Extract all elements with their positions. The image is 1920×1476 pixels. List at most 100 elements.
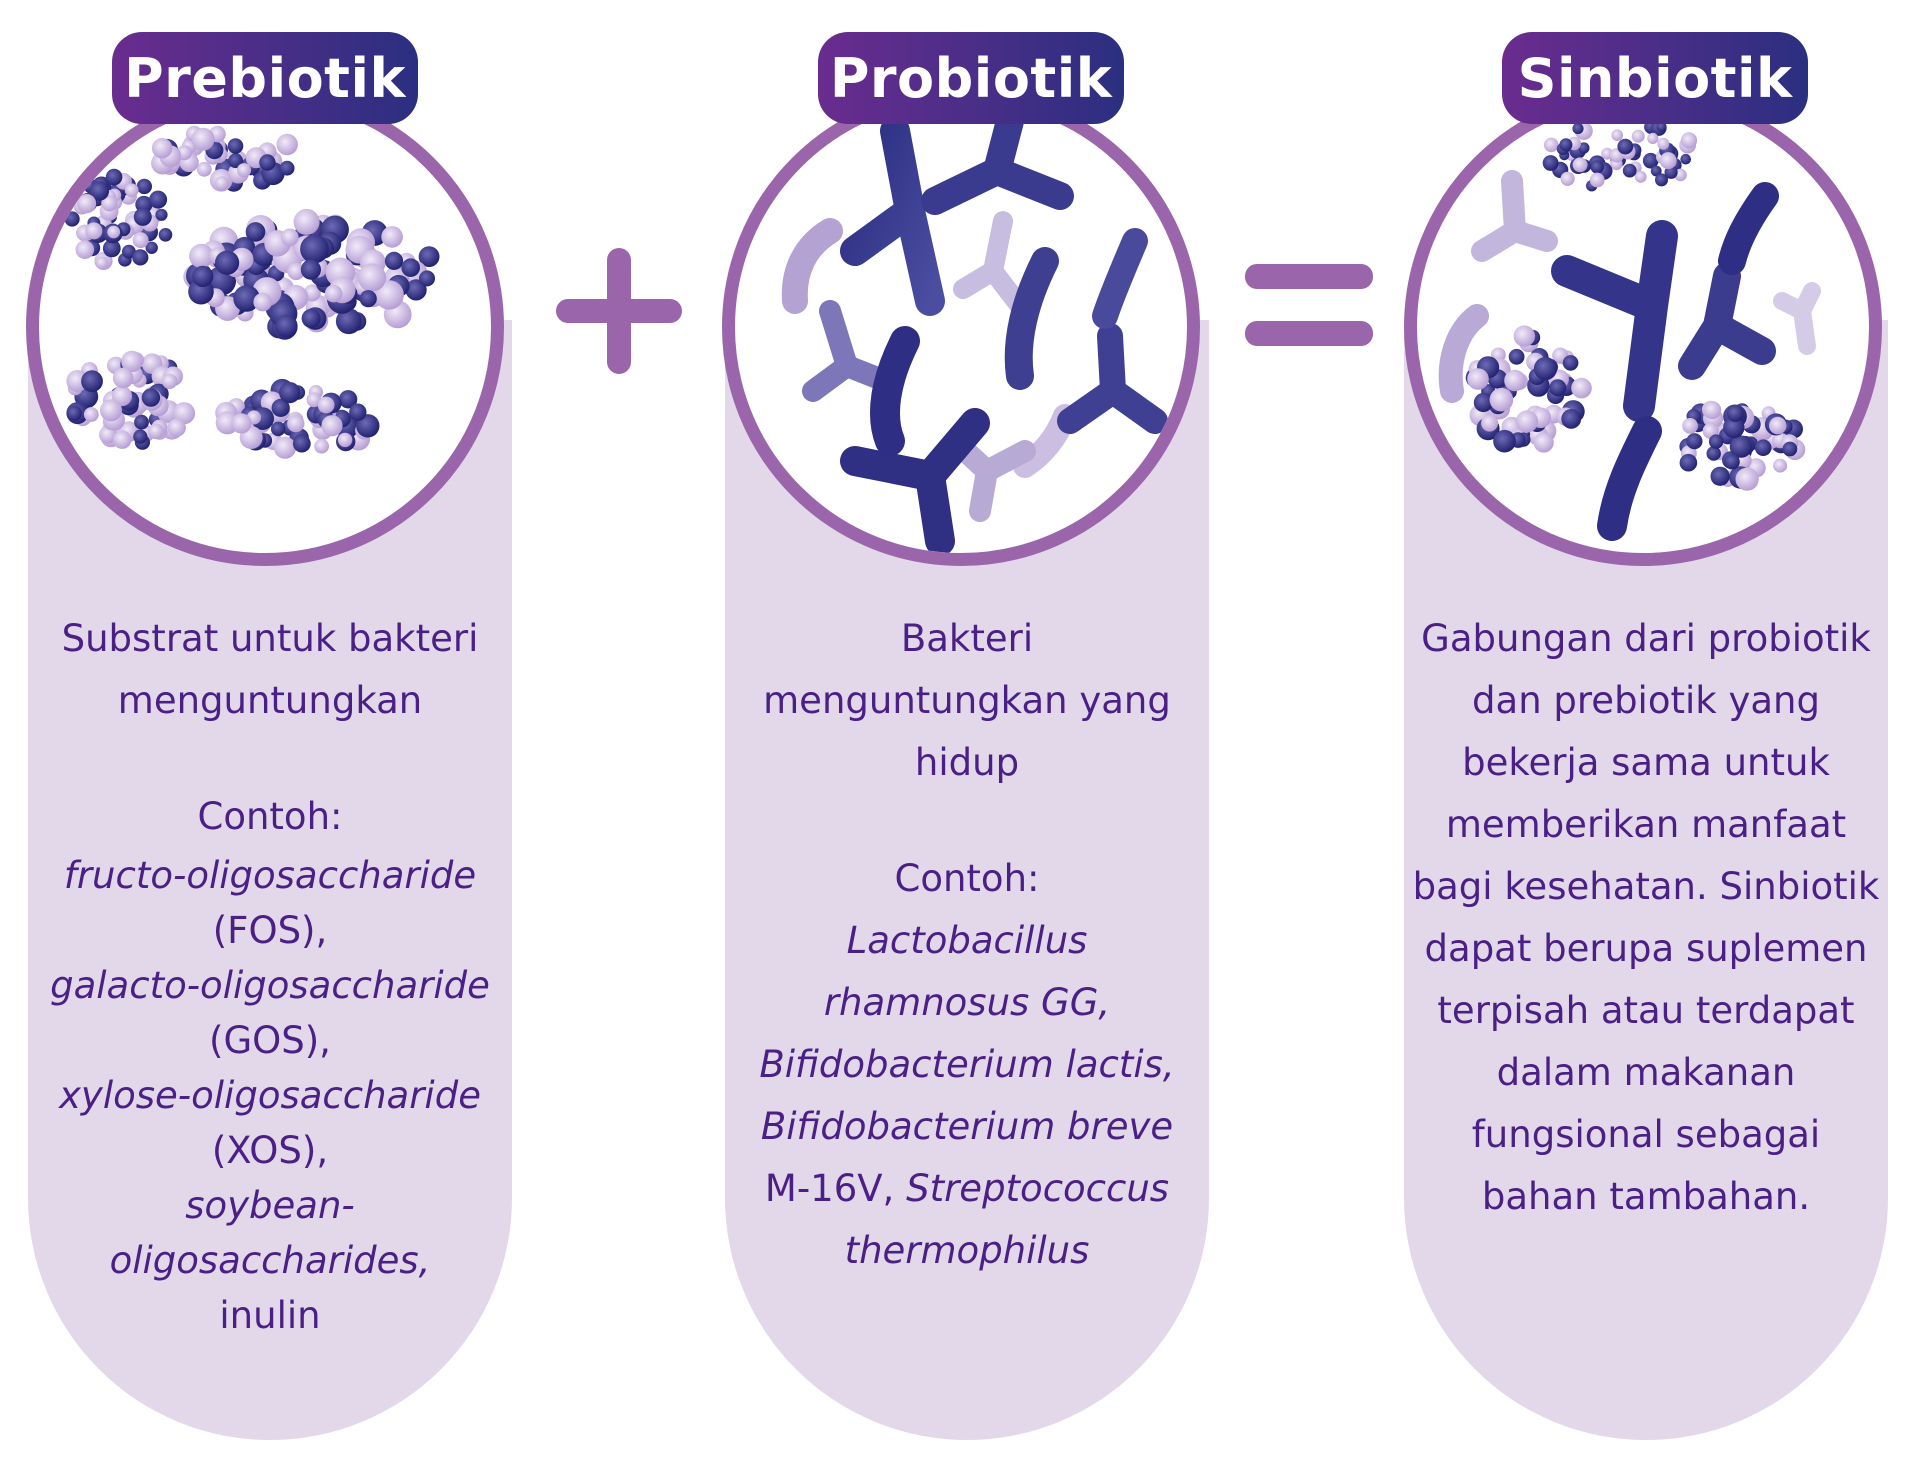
bead [133,429,148,444]
cluster-bottom-left [66,350,196,450]
bead [418,246,440,267]
desc-line: Bakteri [900,617,1034,660]
prebiotik-description: Substrat untuk bakteri menguntungkan Con… [35,608,505,1343]
bead [1682,418,1698,434]
bead [1735,467,1759,491]
example-line: galacto-oligosaccharide [50,964,490,1007]
cluster-bottom-right [215,378,380,459]
bead [1543,137,1559,153]
bead [64,211,80,227]
bead [1769,416,1787,435]
example-strain-code: M-16V, [764,1167,907,1210]
bead [1642,152,1659,169]
bead [151,138,173,159]
bead [121,350,143,373]
bead [141,388,161,407]
bead [279,382,301,404]
bead [75,240,95,259]
bead [1542,155,1559,171]
cluster-top [1542,119,1698,192]
prebiotic-cluster-icon [64,125,440,459]
bead [228,153,244,169]
bead [1680,153,1691,165]
sinbiotik-title: Sinbiotik [1502,32,1808,124]
bead [227,138,244,154]
cluster-left [1465,325,1592,453]
bead [359,290,377,308]
example-label: Contoh: [197,795,343,838]
bead [253,292,272,312]
desc-line: bekerja sama untuk [1462,741,1830,784]
desc-line: hidup [914,741,1020,784]
bead [1680,132,1698,149]
bead [287,262,305,281]
bead [101,195,118,212]
probiotik-description: Bakteri menguntungkan yang hidup Contoh:… [732,608,1202,1282]
bead [1659,152,1677,170]
bead [401,258,421,277]
plus-vertical-bar [607,248,631,374]
bead [1723,416,1745,439]
cluster-top [151,125,298,192]
prebiotik-title: Prebiotik [112,32,418,124]
bead [145,241,158,254]
plus-operator [556,248,682,374]
example-line: (FOS), [212,909,328,952]
bead [1572,122,1584,135]
bead [1562,355,1579,371]
sinbiotik-description: Gabungan dari probiotik dan prebiotik ya… [1411,608,1881,1228]
desc-line: dapat berupa suplemen [1424,927,1868,970]
bead [1686,433,1703,450]
bead [214,176,229,191]
bead [149,190,168,209]
cluster-center [183,208,440,340]
bead [102,239,121,258]
dark-y-bacterium [1678,262,1776,380]
bead [191,127,215,151]
bead [77,194,97,214]
light-y-bacterium [1773,282,1821,355]
bead [287,414,305,433]
dark-rod [1597,416,1662,541]
example-label: Contoh: [894,857,1040,900]
desc-line: Gabungan dari probiotik [1421,617,1871,660]
bead [314,438,329,454]
bead [1773,458,1788,473]
equals-top-bar [1245,264,1373,289]
bead [100,399,122,422]
example-line: rhamnosus GG, [823,981,1111,1024]
dark-rod [1092,228,1148,329]
bead [1782,441,1798,457]
example-line: M-16V, Streptococcus [732,1158,1202,1220]
bead [81,370,103,393]
bead [136,178,152,195]
bead [124,183,139,198]
bead [337,432,353,448]
desc-line: dalam makanan [1496,1051,1796,1094]
bead [132,249,149,266]
bead [1617,138,1634,155]
dark-y-bacterium [840,116,945,316]
bead [405,279,427,301]
bead [196,161,212,177]
desc-line: menguntungkan yang [763,679,1171,722]
bead [1572,157,1588,173]
bead [317,396,335,414]
bead [381,226,403,248]
bead [66,405,82,421]
bead [1634,170,1647,183]
bead [236,163,252,178]
bead [1622,163,1637,178]
example-line: Lactobacillus [846,919,1088,962]
bead [1679,453,1698,472]
bead [1589,172,1605,188]
bead [215,250,240,275]
bead [107,225,121,239]
bead [306,392,322,408]
bead [1473,392,1493,413]
bead [1513,325,1535,347]
prebiotik-circle [26,88,504,566]
example-species: Streptococcus [906,1167,1170,1210]
example-line: xylose-oligosaccharide [59,1074,481,1117]
bead [1611,129,1623,141]
